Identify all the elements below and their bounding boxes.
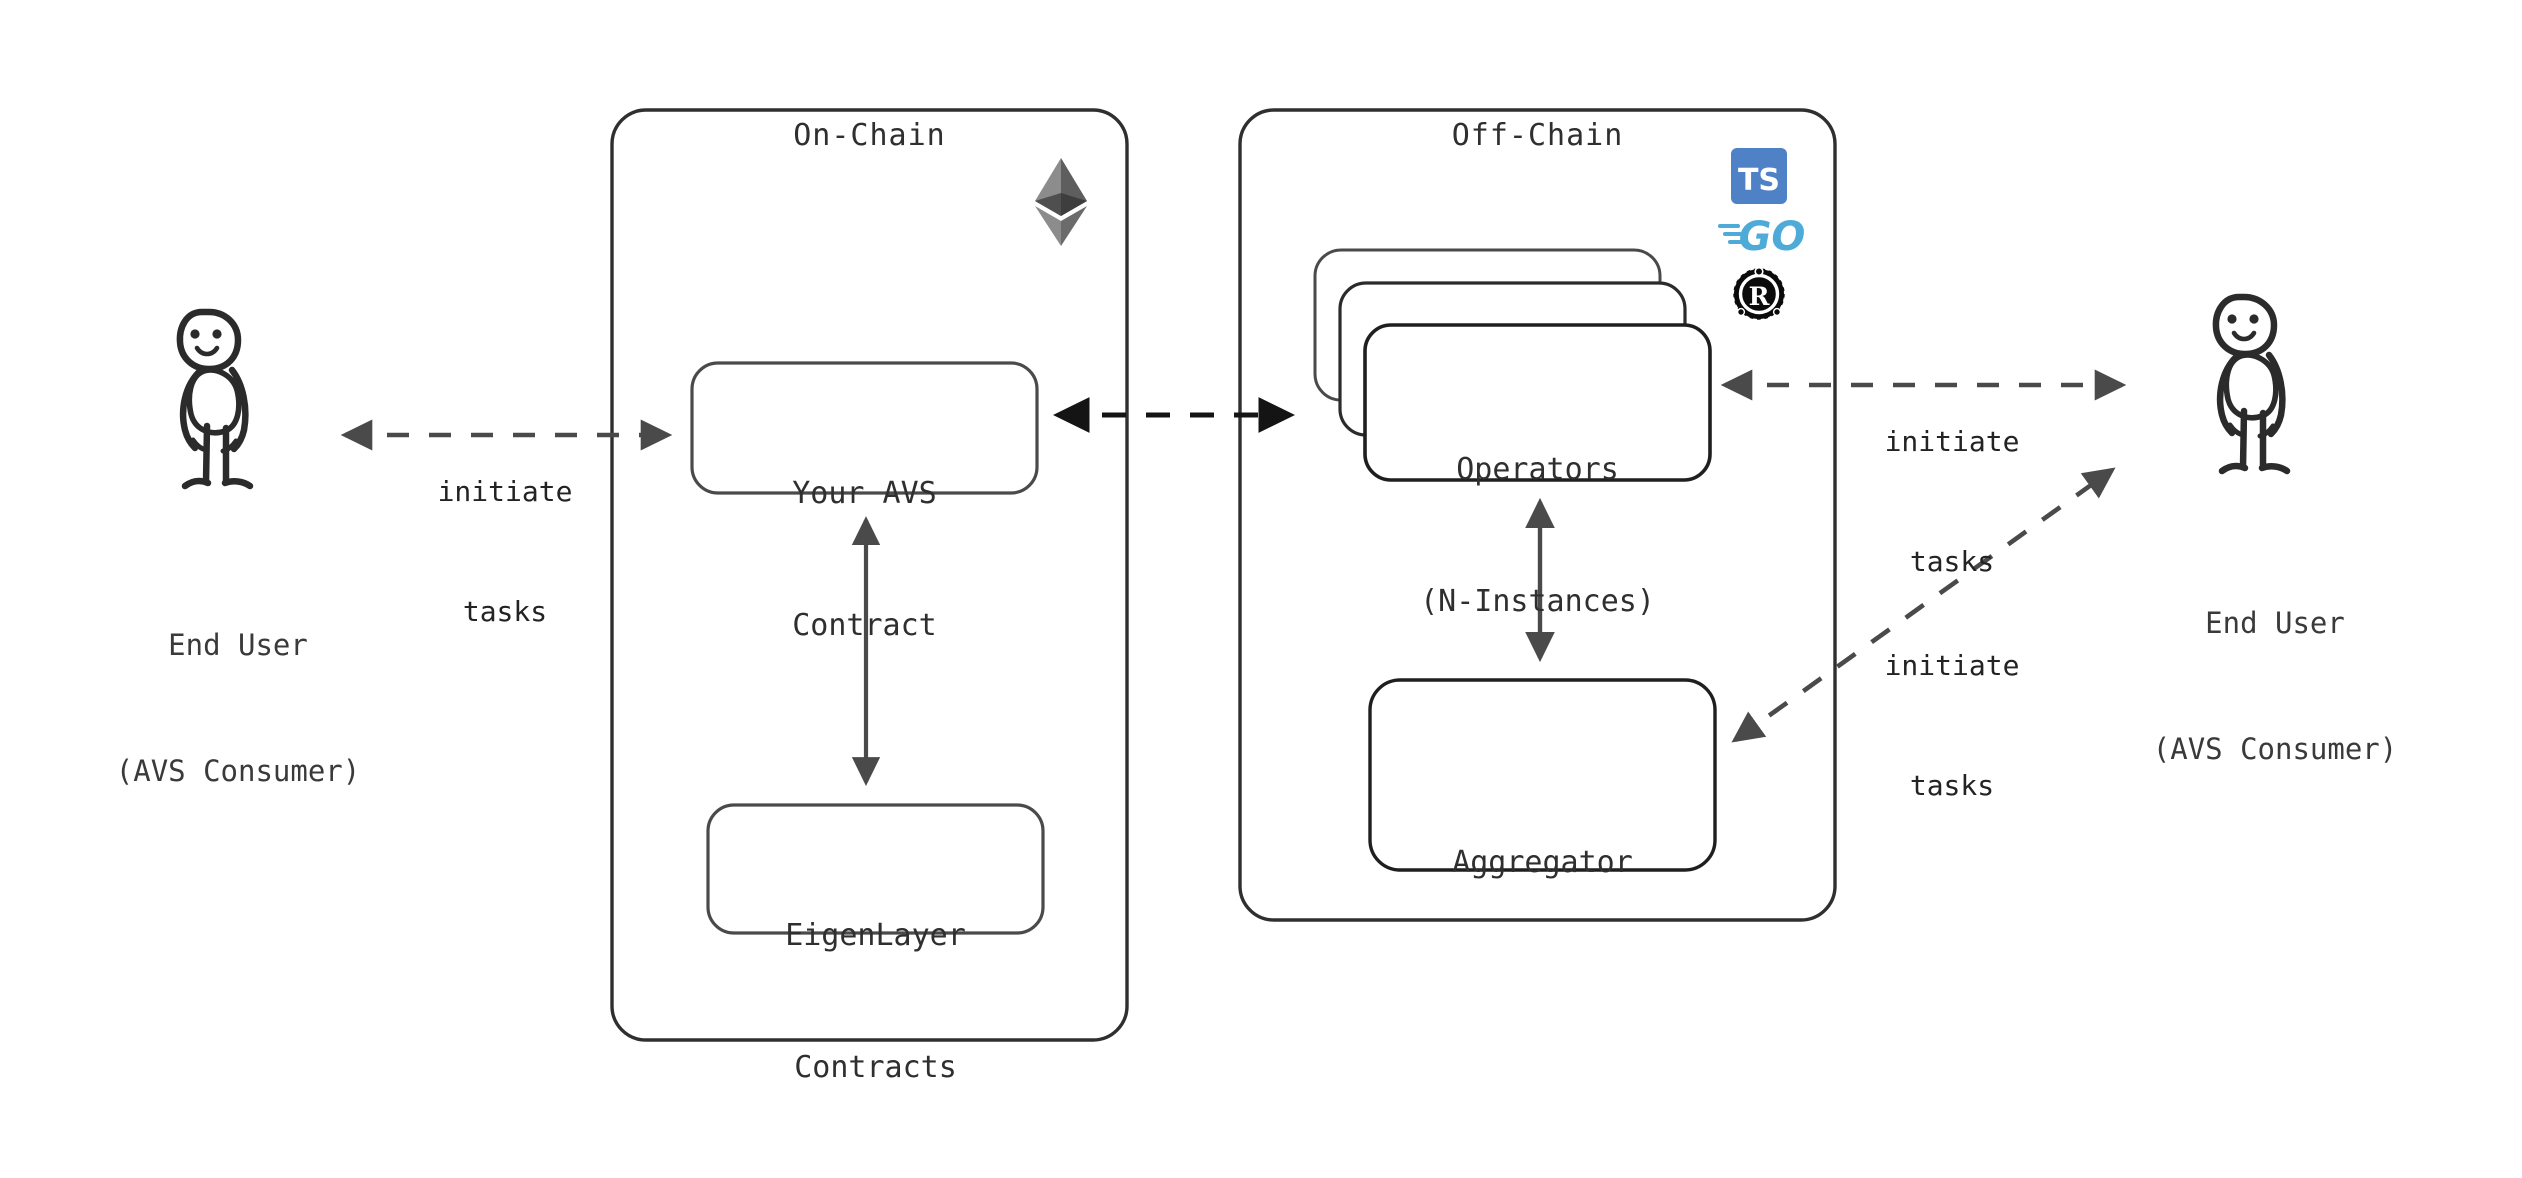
svg-text:TS: TS (1738, 163, 1780, 198)
node-line: Aggregator (1452, 845, 1633, 880)
panel-title-off-chain: Off-Chain (1451, 118, 1624, 153)
actor-caption-line: End User (168, 628, 308, 662)
actor-end-user-left (176, 308, 254, 490)
node-eigenlayer-contracts[interactable] (706, 803, 1045, 935)
edge-user-right-to-aggregator (1731, 467, 2116, 743)
node-line: EigenLayer (785, 918, 966, 953)
node-label-aggregator: Aggregator (1370, 753, 1715, 973)
edge-label-line: tasks (1909, 545, 1995, 578)
node-your-avs-contract[interactable] (690, 361, 1039, 495)
node-line: Your AVS (792, 476, 937, 511)
actor-end-user-right (2212, 293, 2291, 475)
edge-label-line: initiate (437, 475, 573, 508)
rust-logo: R (1733, 266, 1785, 320)
node-label-operators: Operators (N-Instances) (1365, 360, 1710, 712)
svg-text:R: R (1749, 282, 1770, 311)
edge-label-user-right-to-operators: initiate tasks (1852, 342, 2052, 662)
node-label-your-avs-contract: Your AVS Contract (692, 384, 1037, 736)
go-logo: GO (1718, 214, 1806, 260)
node-line: Contract (792, 608, 937, 643)
node-aggregator[interactable] (1368, 678, 1717, 872)
node-label-eigenlayer-contracts: EigenLayer Contracts (708, 826, 1043, 1178)
node-line: Contracts (794, 1050, 957, 1085)
edge-label-line: tasks (1909, 769, 1995, 802)
node-line: Operators (1456, 452, 1619, 487)
edge-label-line: initiate (1884, 649, 2020, 682)
svg-text:GO: GO (1739, 214, 1806, 260)
edge-label-user-left-to-avs-contract: initiate tasks (405, 392, 605, 712)
typescript-logo: TS (1731, 148, 1787, 204)
edge-label-line: initiate (1884, 425, 2020, 458)
actor-caption-line: (AVS Consumer) (115, 754, 361, 788)
edge-label-user-right-to-aggregator: initiate tasks (1852, 566, 2052, 886)
actor-caption-end-user-right: End User (AVS Consumer) (2120, 518, 2430, 854)
ethereum-logo (1035, 158, 1087, 246)
actor-caption-line: End User (2205, 606, 2345, 640)
actor-caption-end-user-left: End User (AVS Consumer) (88, 540, 388, 876)
actor-caption-line: (AVS Consumer) (2152, 732, 2398, 766)
node-line: (N-Instances) (1420, 584, 1655, 619)
node-operators[interactable] (1313, 248, 1712, 482)
panel-title-on-chain: On-Chain (793, 118, 946, 153)
edge-label-line: tasks (462, 595, 548, 628)
